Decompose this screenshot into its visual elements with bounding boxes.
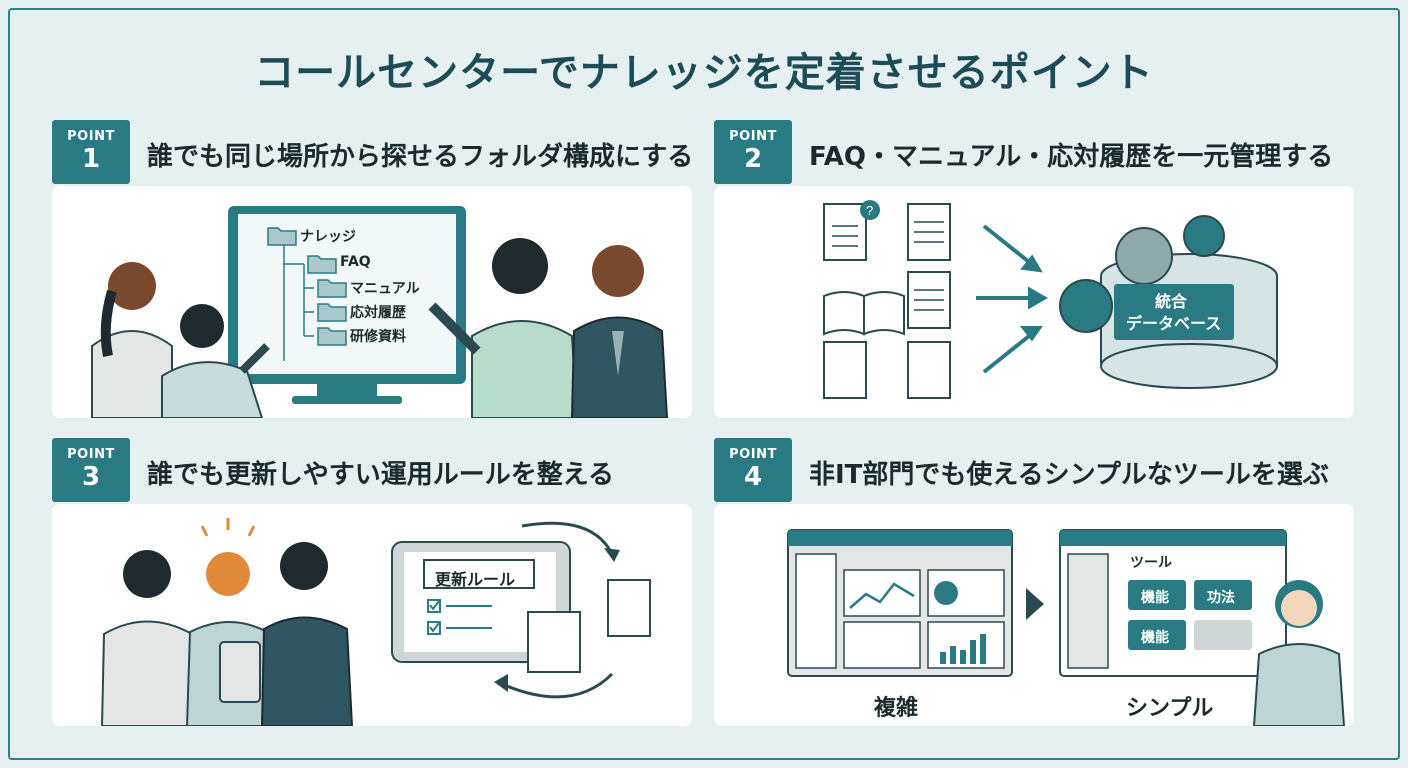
tool-button-2: 功法 (1207, 590, 1235, 606)
folder-label-manual: マニュアル (350, 281, 420, 297)
user-person-icon (1252, 580, 1346, 726)
simple-label: シンプル (1126, 696, 1214, 721)
highlight-icon (200, 518, 256, 537)
point-1-panel: ナレッジ FAQ マニュアル 応対履歴 研修資料 (52, 186, 692, 418)
simple-app-window-icon (1059, 529, 1287, 677)
point-1-badge: POINT 1 (52, 120, 130, 184)
page-title: コールセンターでナレッジを定着させるポイント (254, 50, 1154, 96)
point-4-badge-number: 4 (743, 462, 763, 492)
point-2-badge-label: POINT (729, 129, 777, 144)
edit-document-icon (907, 341, 951, 399)
complex-label: 複雑 (874, 696, 919, 721)
svg-text:?: ? (866, 203, 873, 218)
point-2-badge-number: 2 (743, 144, 763, 174)
manual-book-icon (823, 291, 905, 336)
point-2-header: POINT 2 FAQ・マニュアル・応対履歴を一元管理する (714, 120, 1354, 184)
point-1-illustration (91, 206, 669, 418)
point-3-badge-label: POINT (67, 447, 115, 462)
arrow-right-icon (1026, 588, 1044, 620)
rule-title: 更新ルール (435, 570, 516, 589)
folder-icon (307, 255, 337, 274)
document-icon (527, 611, 581, 673)
colleague-person-icon (428, 238, 579, 418)
point-2-title: FAQ・マニュアル・応対履歴を一元管理する (809, 142, 1334, 172)
point-1-badge-label: POINT (67, 129, 115, 144)
folder-icon (317, 303, 347, 322)
point-1-header: POINT 1 誰でも同じ場所から探せるフォルダ構成にする (52, 120, 694, 184)
gear-icon (1183, 215, 1225, 257)
point-3-badge: POINT 3 (52, 438, 130, 502)
headset-operator-icon (185, 552, 272, 726)
database-label-2: データベース (1126, 314, 1222, 333)
pointing-person-icon (161, 304, 270, 418)
gear-icon (1115, 227, 1173, 285)
tool-button-3: 機能 (1141, 630, 1169, 646)
point-3-badge-number: 3 (81, 462, 101, 492)
point-1-title: 誰でも同じ場所から探せるフォルダ構成にする (147, 142, 694, 172)
operator-person-icon (91, 262, 173, 418)
outer-frame (8, 8, 1400, 760)
checklist-icon (427, 599, 492, 635)
faq-document-icon (823, 203, 867, 261)
point-4-title: 非IT部門でも使えるシンプルなツールを選ぶ (809, 460, 1329, 490)
gear-icon (1059, 279, 1113, 333)
tool-button-1: 機能 (1141, 590, 1169, 606)
database-label-1: 統合 (1155, 292, 1188, 311)
tool-title: ツール (1130, 555, 1172, 571)
manager-person-icon (570, 245, 669, 418)
document-icon (607, 579, 651, 637)
question-icon (860, 200, 880, 220)
point-3-title: 誰でも更新しやすい運用ルールを整える (147, 460, 614, 490)
point-2-panel: ? 統合 データベース (714, 186, 1354, 418)
folder-label-training: 研修資料 (350, 329, 406, 345)
folder-icon (317, 327, 347, 346)
folder-icon (317, 279, 347, 298)
folder-label-faq: FAQ (340, 254, 371, 270)
point-4-panel: ツール 機能 功法 機能 複雑 シンプル (714, 504, 1354, 726)
folder-label-history: 応対履歴 (350, 305, 406, 321)
point-4-illustration (787, 529, 1346, 726)
operator-person-icon (100, 550, 193, 726)
point-2-illustration: ? (823, 200, 1278, 399)
point-4-badge-label: POINT (729, 447, 777, 462)
point-4-badge: POINT 4 (714, 438, 792, 502)
call-log-icon (823, 341, 867, 399)
folder-icon (267, 227, 297, 246)
point-3-header: POINT 3 誰でも更新しやすい運用ルールを整える (52, 438, 692, 502)
manager-person-icon (260, 542, 354, 726)
refresh-cycle-icon (501, 521, 614, 699)
point-3-illustration (100, 518, 651, 726)
database-icon (1059, 215, 1278, 389)
folder-label-knowledge: ナレッジ (300, 229, 356, 245)
point-4-header: POINT 4 非IT部門でも使えるシンプルなツールを選ぶ (714, 438, 1354, 502)
point-3-panel: 更新ルール (52, 504, 692, 726)
complex-app-window-icon (787, 529, 1013, 677)
point-1-badge-number: 1 (81, 144, 101, 174)
point-2-badge: POINT 2 (714, 120, 792, 184)
